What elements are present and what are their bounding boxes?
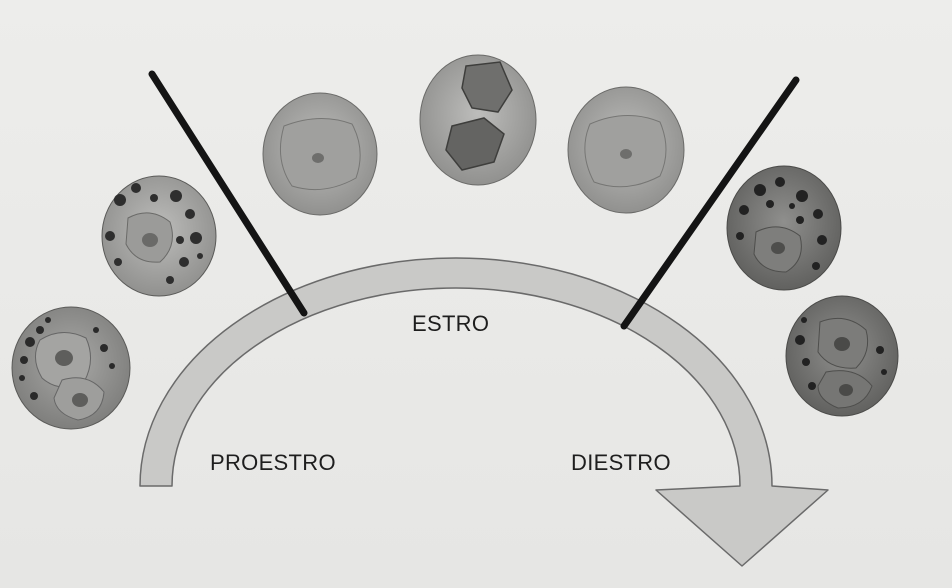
smear-circle-icon — [102, 176, 216, 296]
label-diestro: DIESTRO — [571, 450, 671, 476]
cycle-arc-arrow — [140, 258, 828, 566]
smear-circle-icon — [420, 55, 536, 185]
smear-circle-icon — [12, 307, 130, 429]
smear-circle-icon — [727, 166, 841, 290]
smear-circle-icon — [568, 87, 684, 213]
label-proestro: PROESTRO — [210, 450, 336, 476]
smear-circle-icon — [786, 296, 898, 416]
smear-circle-icon — [263, 93, 377, 215]
label-estro: ESTRO — [412, 311, 489, 337]
